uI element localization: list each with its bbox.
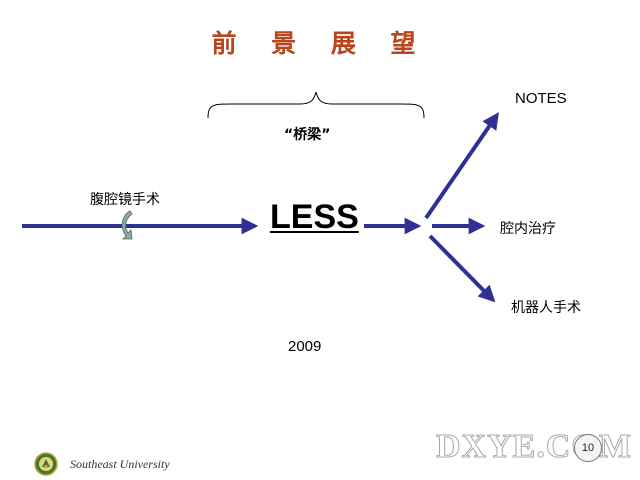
- notes-label: NOTES: [515, 90, 567, 107]
- footer: Southeast University: [34, 452, 170, 476]
- watermark: DXYE.COM: [436, 428, 632, 466]
- slide-title: 前 景 展 望: [211, 29, 429, 58]
- less-label: LESS: [270, 198, 359, 236]
- university-name: Southeast University: [70, 456, 170, 471]
- arrow-to-robotic: [428, 234, 496, 303]
- university-logo-icon: [34, 452, 58, 476]
- bracket-brace: [207, 91, 425, 119]
- robotic-surgery-label: 机器人手术: [511, 300, 581, 316]
- bridge-label: “桥梁”: [284, 127, 331, 143]
- year-label: 2009: [288, 338, 322, 355]
- page-number: 10: [574, 434, 602, 462]
- endoluminal-label: 腔内治疗: [500, 221, 556, 237]
- laparoscopy-label: 腹腔镜手术: [90, 192, 160, 208]
- curved-arrow-icon: [121, 210, 133, 240]
- arrow-to-notes: [424, 112, 499, 220]
